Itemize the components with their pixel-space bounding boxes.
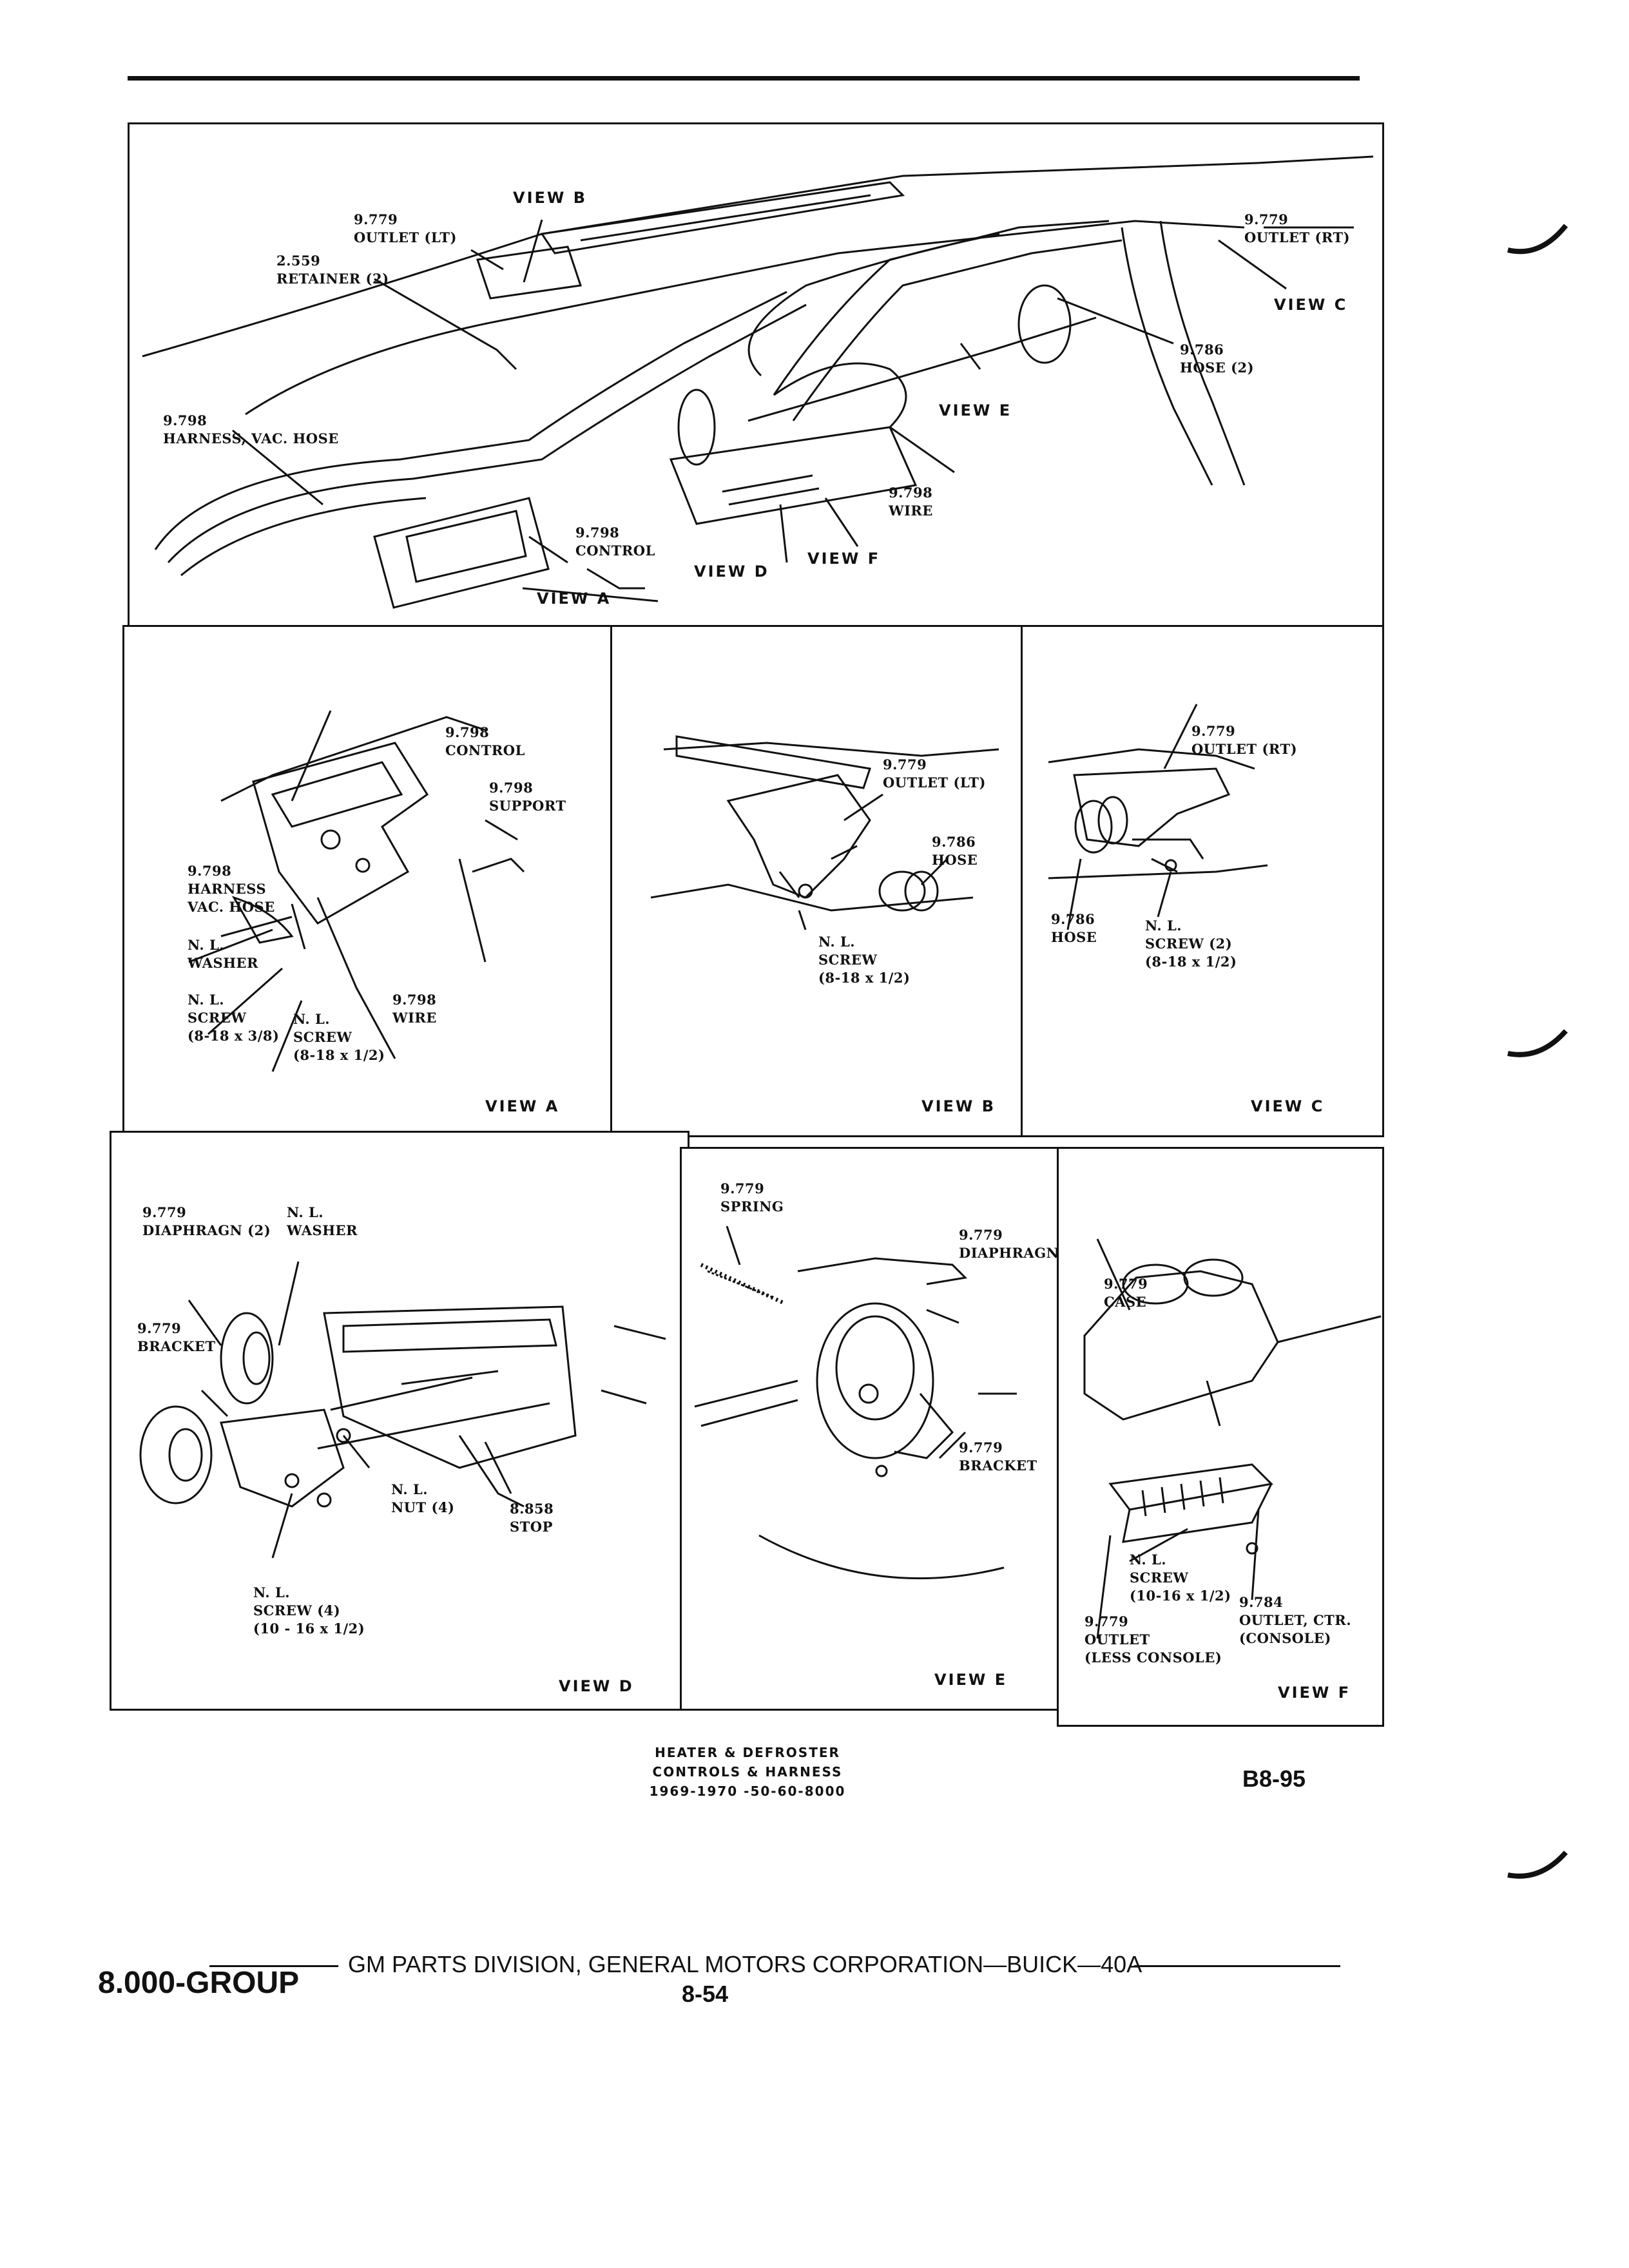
main-label-retainer: 2.559 RETAINER (2) [276,253,389,287]
footer-group: 8.000-GROUP [98,1966,300,2000]
footer-rule-right [1134,1965,1340,1967]
binder-marks [1507,224,1568,1879]
main-label-view-c: VIEW C [1274,296,1348,314]
view-f-label-outlet: 9.779 OUTLET (LESS CONSOLE) [1084,1613,1222,1666]
view-c-drawing [1048,704,1268,930]
leader-view-b [523,219,543,283]
view-c-label-screw: N. L. SCREW (2) (8-18 x 1/2) [1145,918,1237,970]
footer-page-number: 8-54 [682,1981,729,2007]
main-label-view-d: VIEW D [694,562,769,581]
view-d-drawing [139,1261,666,1559]
view-f-label-screw: N. L. SCREW (10-16 x 1/2) [1130,1552,1231,1604]
view-a-label-screw-12: N. L. SCREW (8-18 x 1/2) [293,1011,385,1063]
view-e-drawing [694,1225,1017,1580]
main-label-view-e: VIEW E [939,401,1012,419]
view-a-drawing [188,710,525,1072]
main-assembly-view: VIEW B 9.779 OUTLET (LT) 2.559 RETAINER … [128,122,1384,638]
footer-division: GM PARTS DIVISION, GENERAL MOTORS CORPOR… [348,1951,1142,1977]
view-a-title: VIEW A [485,1097,560,1115]
view-b-label-hose: 9.786 HOSE [932,834,978,868]
view-f-title: VIEW F [1278,1684,1351,1702]
view-a-panel: 9.798 CONTROL 9.798 SUPPORT 9.798 HARNES… [122,625,612,1137]
main-label-wire: 9.798 WIRE [889,485,933,519]
view-c-label-outlet-rt: 9.779 OUTLET (RT) [1191,723,1298,757]
main-label-view-b: VIEW B [513,189,588,207]
header-rule [128,76,1360,81]
binder-mark-1 [1507,224,1568,255]
main-label-view-f: VIEW F [807,550,881,568]
view-c-title: VIEW C [1251,1097,1325,1115]
view-d-label-washer: N. L. WASHER [287,1204,358,1238]
main-label-view-a: VIEW A [537,590,612,608]
view-a-label-wire: 9.798 WIRE [392,992,437,1026]
view-e-label-bracket: 9.779 BRACKET [959,1439,1037,1474]
main-label-control: 9.798 CONTROL [575,524,655,559]
caption-line-2: CONTROLS & HARNESS [652,1764,843,1780]
view-e-title: VIEW E [934,1671,1008,1689]
main-assembly-drawing [142,155,1374,609]
main-label-harness: 9.798 HARNESS, VAC. HOSE [163,412,339,447]
view-c-label-hose: 9.786 HOSE [1051,911,1097,945]
view-e-label-spring: 9.779 SPRING [720,1180,784,1215]
view-b-title: VIEW B [921,1097,996,1115]
view-a-label-harness: 9.798 HARNESS VAC. HOSE [188,863,275,915]
view-f-label-outlet-ctr: 9.784 OUTLET, CTR. (CONSOLE) [1239,1594,1352,1646]
view-d-label-nut: N. L. NUT (4) [391,1481,455,1515]
caption-line-3: 1969-1970 -50-60-8000 [649,1783,846,1799]
main-label-outlet-rt: 9.779 OUTLET (RT) [1244,211,1351,245]
view-b-panel: 9.779 OUTLET (LT) 9.786 HOSE N. L. SCREW… [610,625,1023,1137]
view-b-label-screw: N. L. SCREW (8-18 x 1/2) [818,934,911,986]
binder-mark-3 [1507,1850,1568,1879]
binder-mark-2 [1507,1029,1568,1057]
page-code: B8-95 [1242,1765,1306,1792]
view-b-label-outlet-lt: 9.779 OUTLET (LT) [883,756,986,791]
view-d-label-screw: N. L. SCREW (4) (10 - 16 x 1/2) [253,1584,365,1637]
view-f-panel: 9.779 CASE N. L. SCREW (10-16 x 1/2) 9.7… [1057,1147,1384,1727]
view-d-label-stop: 8.858 STOP [510,1501,554,1535]
view-e-label-diaphragm: 9.779 DIAPHRAGN [959,1227,1059,1261]
view-c-panel: 9.779 OUTLET (RT) 9.786 HOSE N. L. SCREW… [1021,625,1384,1137]
view-a-label-control: 9.798 CONTROL [445,724,525,758]
main-label-outlet-lt: 9.779 OUTLET (LT) [354,211,457,245]
view-b-drawing [650,735,999,930]
view-f-label-case: 9.779 CASE [1104,1276,1148,1310]
view-d-label-bracket: 9.779 BRACKET [137,1320,216,1354]
view-d-panel: 9.779 DIAPHRAGN (2) N. L. WASHER 9.779 B… [110,1131,689,1711]
view-a-label-washer: N. L. WASHER [188,937,258,971]
main-label-hose: 9.786 HOSE (2) [1180,341,1255,376]
view-f-drawing [1083,1238,1382,1639]
view-a-label-support: 9.798 SUPPORT [489,780,566,814]
view-e-panel: 9.779 SPRING 9.779 DIAPHRAGN 9.779 BRACK… [680,1147,1060,1711]
caption-line-1: HEATER & DEFROSTER [655,1745,840,1760]
view-d-title: VIEW D [559,1677,634,1695]
view-d-label-diaphragm: 9.779 DIAPHRAGN (2) [142,1204,271,1238]
footer-rule-left [209,1965,338,1967]
view-a-label-screw-38: N. L. SCREW (8-18 x 3/8) [188,992,280,1044]
